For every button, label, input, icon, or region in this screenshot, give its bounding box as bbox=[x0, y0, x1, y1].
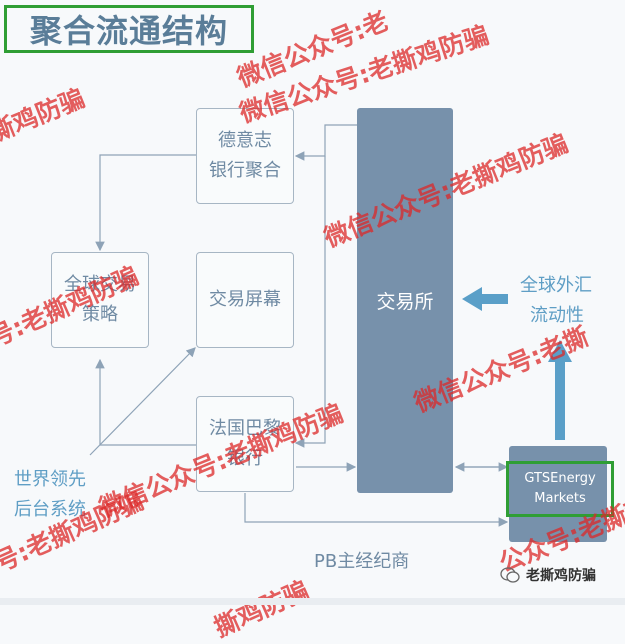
node-paribas: 法国巴黎 银行 bbox=[196, 396, 294, 492]
arrow-to-screen bbox=[89, 347, 196, 456]
node-paribas-line1: 法国巴黎 bbox=[209, 418, 281, 439]
wechat-icon bbox=[500, 567, 520, 583]
node-paribas-line2: 银行 bbox=[227, 448, 263, 469]
footer-account: 老撕鸡防骗 bbox=[500, 565, 596, 585]
node-world-leader-line2: 后台系统 bbox=[14, 499, 86, 520]
node-fx-liquidity: 全球外汇 流动性 bbox=[520, 271, 592, 331]
node-german-bank: 德意志 银行聚合 bbox=[196, 108, 294, 204]
arrow-german-to-strategy bbox=[95, 154, 196, 252]
big-arrow-up-shaft bbox=[555, 360, 565, 440]
node-global-strategy-line1: 全球交易 bbox=[64, 274, 136, 295]
node-german-bank-line1: 德意志 bbox=[218, 130, 272, 151]
node-gts: GTSEnergy Markets bbox=[506, 461, 614, 517]
node-trading-screen: 交易屏幕 bbox=[196, 252, 294, 348]
node-gts-line2: Markets bbox=[534, 491, 586, 506]
node-fx-liquidity-line2: 流动性 bbox=[530, 305, 584, 326]
arrow-exchange-to-german bbox=[294, 124, 357, 161]
footer-bar bbox=[0, 598, 625, 605]
node-german-bank-line2: 银行聚合 bbox=[209, 160, 281, 181]
connector-lines bbox=[89, 124, 572, 527]
node-world-leader-line1: 世界领先 bbox=[14, 469, 86, 490]
big-arrow-left-shaft bbox=[480, 294, 508, 304]
node-exchange: 交易所 bbox=[357, 108, 453, 493]
arrow-exchange-to-paribas bbox=[294, 156, 326, 448]
node-global-strategy-line2: 策略 bbox=[82, 304, 118, 325]
node-world-leader: 世界领先 后台系统 bbox=[14, 465, 86, 525]
big-arrow-left-head bbox=[462, 287, 482, 311]
node-global-strategy: 全球交易 策略 bbox=[51, 252, 149, 348]
node-fx-liquidity-line1: 全球外汇 bbox=[520, 275, 592, 296]
big-arrow-up-head bbox=[548, 340, 572, 362]
footer-account-name: 老撕鸡防骗 bbox=[526, 568, 596, 584]
page-title: 聚合流通结构 bbox=[4, 5, 254, 53]
arrow-paribas-to-gts bbox=[244, 493, 509, 527]
node-pb: PB主经纪商 bbox=[314, 551, 410, 572]
node-gts-line1: GTSEnergy bbox=[524, 471, 596, 486]
